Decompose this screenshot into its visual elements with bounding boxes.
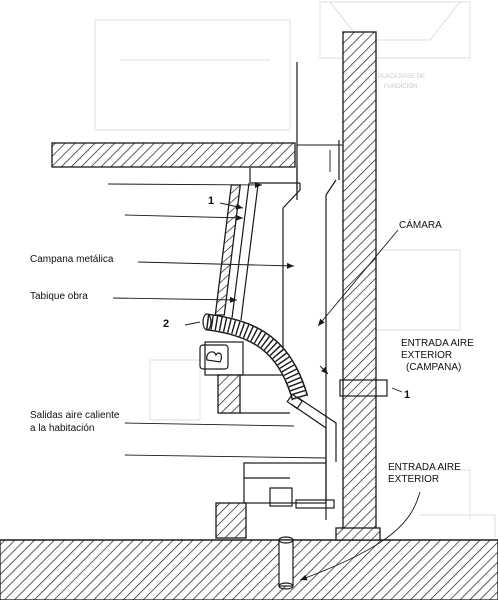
- label-entrada-campana-line1: ENTRADA AIRE: [401, 338, 474, 349]
- callout-number-2: 2: [163, 318, 169, 330]
- flexible-duct: [202, 313, 309, 401]
- label-camara: CÁMARA: [399, 218, 442, 231]
- flue-duct: [282, 62, 343, 520]
- floor-pipe: [278, 536, 294, 590]
- background-ghost-drawing: PLACA BASE DE FUNDICIÓN: [94, 1, 496, 545]
- hearth-block: [204, 341, 290, 414]
- label-entrada-campana-line2: EXTERIOR: [401, 350, 452, 361]
- chimney-wall: [342, 31, 377, 533]
- label-salidas-line2: a la habitación: [30, 423, 95, 434]
- wall-foot: [335, 527, 381, 541]
- air-inlet-box: [339, 379, 388, 397]
- callout-number-1-right: 1: [404, 389, 410, 401]
- label-entrada-exterior-line2: EXTERIOR: [388, 474, 439, 485]
- lower-base: [215, 462, 335, 539]
- floor-slab: [0, 539, 498, 600]
- label-campana-metalica: Campana metálica: [30, 254, 114, 265]
- angled-pipe: [286, 393, 337, 462]
- label-tabique-obra: Tabique obra: [30, 291, 88, 302]
- label-salidas-line1: Salidas aire caliente: [30, 410, 120, 421]
- ghost-text-line1: PLACA BASE DE: [378, 74, 425, 80]
- label-entrada-exterior-line1: ENTRADA AIRE: [388, 462, 461, 473]
- leader-lines: [107, 181, 421, 581]
- flame-icon: [199, 344, 229, 370]
- label-entrada-campana-line3: (CAMPANA): [406, 362, 461, 373]
- ceiling-slab: [51, 142, 296, 168]
- callout-number-1-left: 1: [208, 195, 214, 207]
- ghost-text-line2: FUNDICIÓN: [384, 83, 417, 90]
